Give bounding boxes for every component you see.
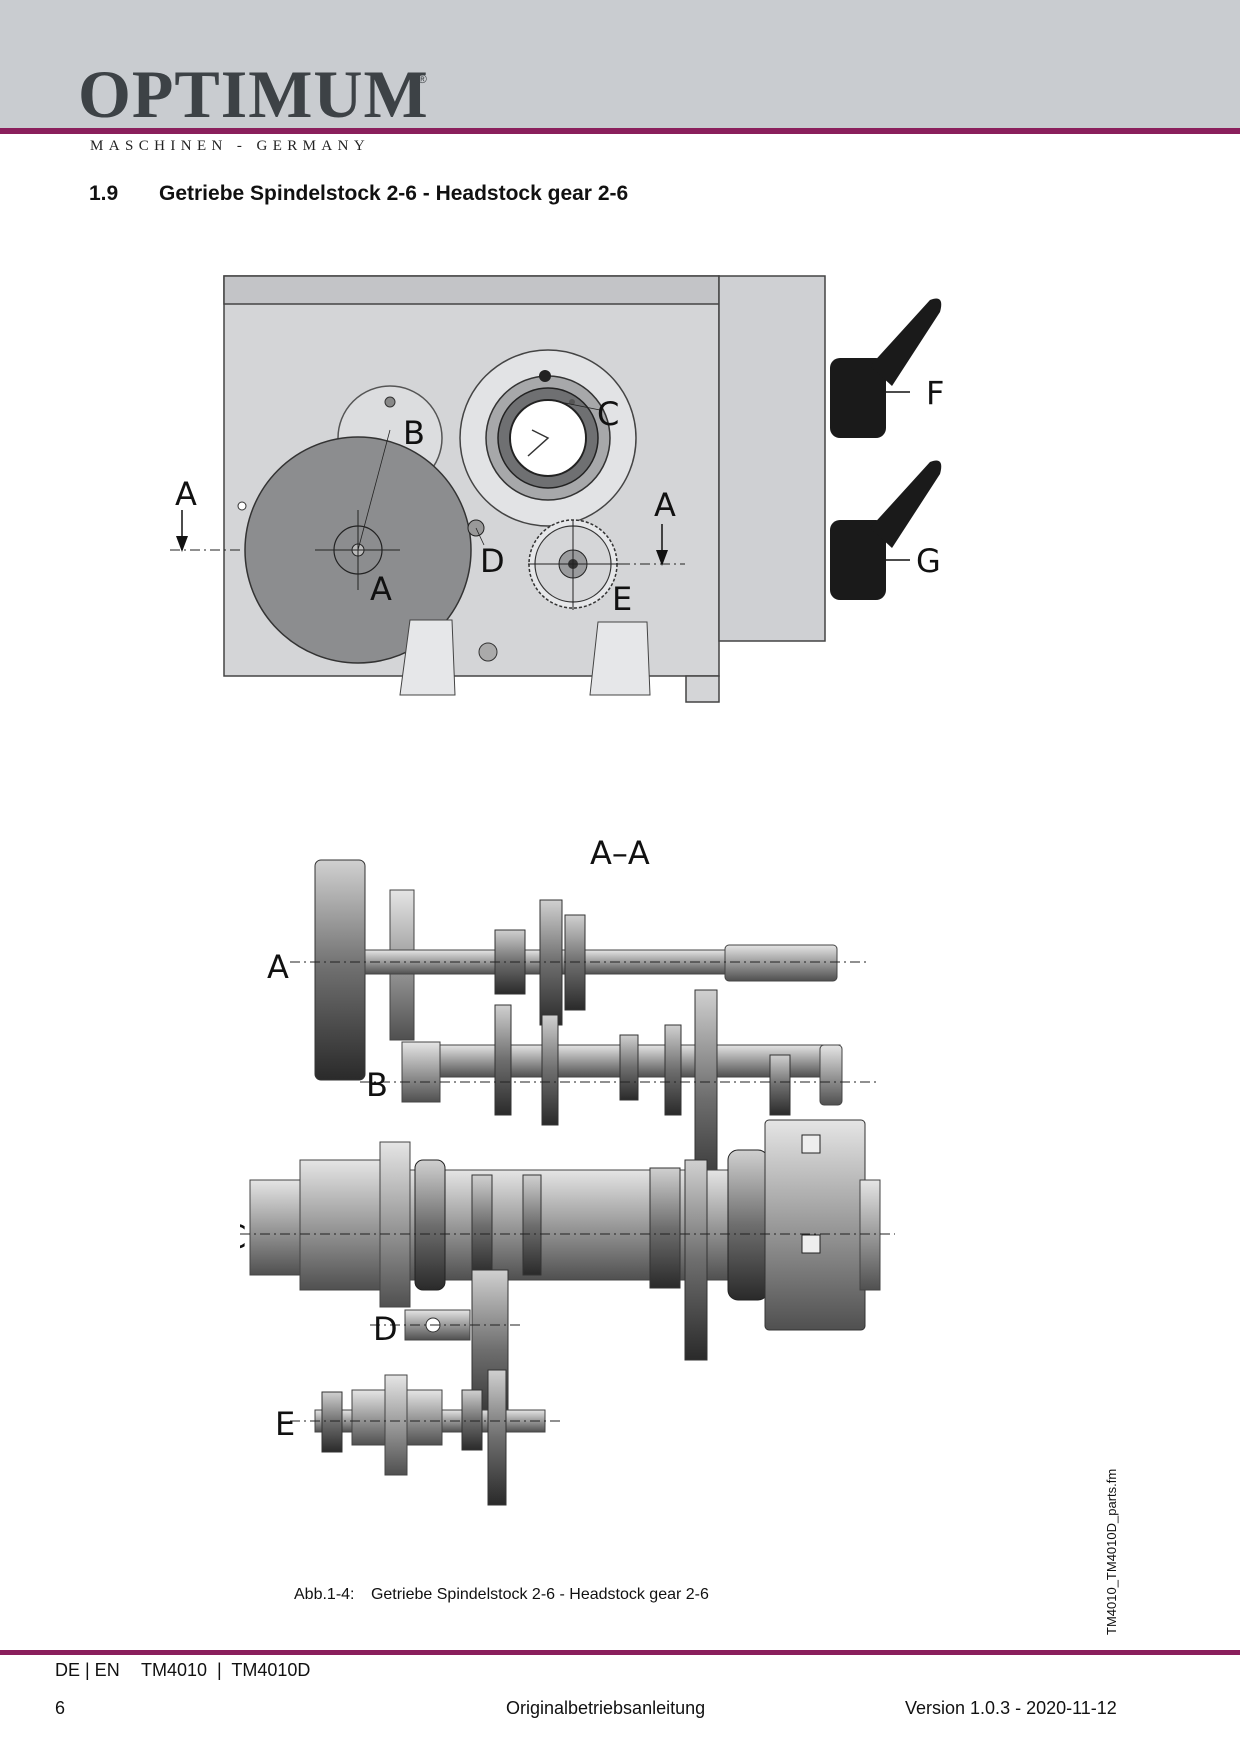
label-b: B: [403, 414, 425, 452]
source-file-note: TM4010_TM4010D_parts.fm: [1104, 1468, 1119, 1635]
headstock-front-view: A B C D A A E F G: [170, 275, 944, 703]
label-b: B: [366, 1066, 388, 1104]
section-label: A–A: [590, 834, 650, 872]
registered-mark: ®: [418, 72, 427, 86]
caption-label: Abb.1-4:: [294, 1586, 355, 1603]
label-d: D: [373, 1310, 398, 1348]
figure-caption: Abb.1-4: Getriebe Spindelstock 2-6 - Hea…: [294, 1586, 709, 1604]
label-c: C: [240, 1218, 246, 1256]
label-e: E: [612, 580, 632, 618]
brand-logo: OPTIMUM: [78, 56, 429, 132]
label-d: D: [480, 542, 505, 580]
footer-version: Version 1.0.3 - 2020-11-12: [905, 1698, 1117, 1718]
section-number: 1.9: [89, 182, 119, 205]
label-a-left: A: [175, 475, 197, 513]
label-a: A: [267, 948, 289, 986]
header-rule: [0, 128, 1240, 134]
label-e: E: [275, 1405, 295, 1443]
label-a-center: A: [370, 570, 392, 608]
brand-subtitle: MASCHINEN - GERMANY: [90, 138, 371, 154]
footer-rule: [0, 1650, 1240, 1655]
label-a-right: A: [654, 486, 676, 524]
section-title: Getriebe Spindelstock 2-6 - Headstock ge…: [159, 182, 629, 205]
caption-text: Getriebe Spindelstock 2-6 - Headstock ge…: [370, 1586, 709, 1603]
footer-model: TM4010 | TM4010D: [141, 1660, 311, 1680]
footer-document: Originalbetriebsanleitung: [506, 1698, 706, 1718]
label-c: C: [597, 395, 619, 433]
footer-language: DE | EN: [55, 1660, 120, 1680]
section-aa-view: A–A A B C D E: [240, 834, 895, 1506]
page-number: 6: [55, 1698, 66, 1718]
header-band: [0, 0, 1240, 128]
label-g: G: [916, 542, 941, 580]
label-f: F: [926, 374, 944, 412]
